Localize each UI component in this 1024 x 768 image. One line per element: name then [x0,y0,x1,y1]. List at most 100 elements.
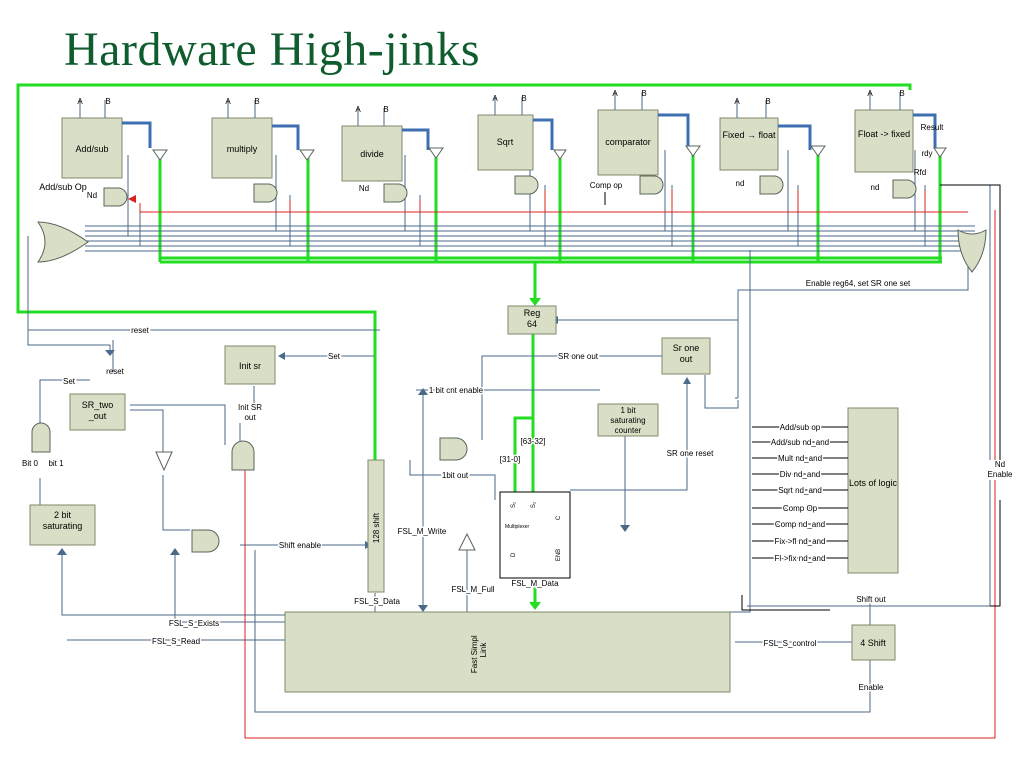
set-sr-label: Set [63,377,76,386]
sr-one-out-label: SR one out [558,352,599,361]
unit-comparator-input-b: B [641,89,646,98]
fsl-m-full-label: FSL_M_Full [451,585,494,594]
and-gate-initsr [231,440,255,471]
shift128-block: 128 shift [367,459,385,593]
enable-reg64-label: Enable reg64, set SR one set [806,279,911,288]
addsub-nd-label: Nd [87,191,97,200]
one-bit-sat-label: 1 bit saturating counter [610,406,646,435]
fsl-s-control-label: FSL_S_control [764,639,817,648]
inverter-left [155,451,173,472]
logic-input-labels: Add/sub op Add/sub nd_and Mult nd_and Di… [769,422,830,565]
bus-63-32-label: [63-32] [521,437,546,446]
unit-side-labels: Add/sub Op Nd Nd Comp op nd nd Result rd… [39,123,944,205]
unit-divide-input-a: A [355,105,361,114]
divide-nd-label: Nd [359,184,369,193]
rfd-label: Rfd [914,168,926,177]
unit-float-input-b: B [899,89,904,98]
two-bit-sat-block: 2 bit saturating [29,504,96,546]
unit-sqrt-input-b: B [521,94,526,103]
lots-of-logic-block: Lots of logic [847,407,899,574]
addsub-op-label: Add/sub Op [39,182,87,192]
and-gate-bit [31,422,51,453]
or-gates [37,221,987,273]
bit0-label: Bit 0 [22,459,39,468]
logic-input-label: Fl->fix nd_and [775,554,826,563]
fsl-s-read-label: FSL_S_Read [152,637,200,646]
unit-multiply-input-b: B [254,97,259,106]
reset-sr-label: reset [106,367,125,376]
logic-input-label: Fix->fl nd_and [775,537,826,546]
mux-d-label: D [511,552,517,557]
unit-float-to-fixed: A B Float -> fixed [854,89,937,173]
sr-two-out-label: SR_two _out [81,400,114,421]
and-gate-shift [191,529,220,553]
sr-one-reset-label: SR one reset [667,449,714,458]
two-bit-sat-label: 2 bit saturating [42,510,83,531]
reg64-label: Reg 64 [523,308,541,329]
signal-wires [27,150,991,713]
fixed-nd-label: nd [736,179,745,188]
nd-enable-label: Nd Enable [985,460,1015,480]
green-wires [16,83,942,610]
logic-input-label: Add/sub nd_and [771,438,829,447]
sr-two-out-block: SR_two _out [69,393,126,431]
mux-c-label: C [556,515,562,520]
unit-sqrt-input-a: A [492,94,498,103]
unit-multiply: A B multiply [211,97,300,179]
and-gate-mux [439,437,468,461]
shift-enable-label: Shift enable [279,541,322,550]
unit-float-label: Float -> fixed [857,129,911,139]
fsl-s-data-label: FSL_S_Data [354,597,400,606]
fsl-label: Fast Simplex Link [470,635,488,674]
reg64-block: Reg 64 [507,305,557,335]
unit-fixed-input-a: A [734,97,740,106]
logic-input-lines [752,426,848,559]
unit-comparator-label: comparator [605,137,651,147]
sr-one-out-label: Sr one out [672,343,700,364]
unit-comparator-input-a: A [612,89,618,98]
comp-op-label: Comp op [590,181,623,190]
enable-label: Enable [859,683,884,692]
inverter-fsl-full [458,532,476,551]
rdy-label: rdy [921,149,932,158]
page-title: Hardware High-jinks [64,23,481,76]
sr-one-out-block: Sr one out [661,337,711,375]
unit-multiply-input-a: A [225,97,231,106]
unit-fixed-input-b: B [765,97,770,106]
mux-s2-label: S₂ [531,501,537,508]
logic-input-label: Div nd_and [780,470,820,479]
unit-fixed-label: Fixed → float [722,130,776,140]
init-sr-out-label: Init SR out [237,403,263,423]
one-bit-cnt-enable-label: 1 bit cnt enable [429,386,484,395]
four-shift-block: 4 Shift [851,624,896,661]
init-sr-label: Init sr [239,361,261,371]
unit-fixed-to-float: A B Fixed → float [719,97,812,171]
one-bit-sat-block: 1 bit saturating counter [597,403,659,437]
fsl-m-write-label: FSL_M_Write [398,527,447,536]
init-sr-block: Init sr [224,345,276,385]
set-init-label: Set [328,352,341,361]
multiplexer-label: Multiplexer [505,524,530,530]
fsl-m-data-label: FSL_M_Data [511,579,559,588]
mux-enb-label: ENB [556,549,562,561]
fsl-s-exists-label: FSL_S_Exists [169,619,219,628]
logic-input-label: Comp Op [783,504,818,513]
unit-comparator: A B comparator [597,89,690,176]
four-shift-label: 4 Shift [860,638,886,648]
unit-divide-label: divide [360,149,384,159]
bus-31-0-label: [31-0] [500,455,520,464]
unit-addsub-label: Add/sub [75,144,108,154]
multiplexer-block: Multiplexer S₁ S₂ C ENB D [499,491,571,579]
one-bit-out-label: 1bit out [442,471,469,480]
unit-addsub: A B Add/sub [61,97,152,179]
unit-divide-input-b: B [383,105,388,114]
unit-addsub-input-b: B [105,97,110,106]
fsl-block: Fast Simplex Link [284,611,731,693]
shift128-label: 128 shift [372,512,381,543]
unit-sqrt: A B Sqrt [477,94,554,171]
shift-out-label: Shift out [856,595,886,604]
float-nd-label: nd [871,183,880,192]
unit-addsub-input-a: A [77,97,83,106]
logic-input-label: Sqrt nd_and [778,486,822,495]
